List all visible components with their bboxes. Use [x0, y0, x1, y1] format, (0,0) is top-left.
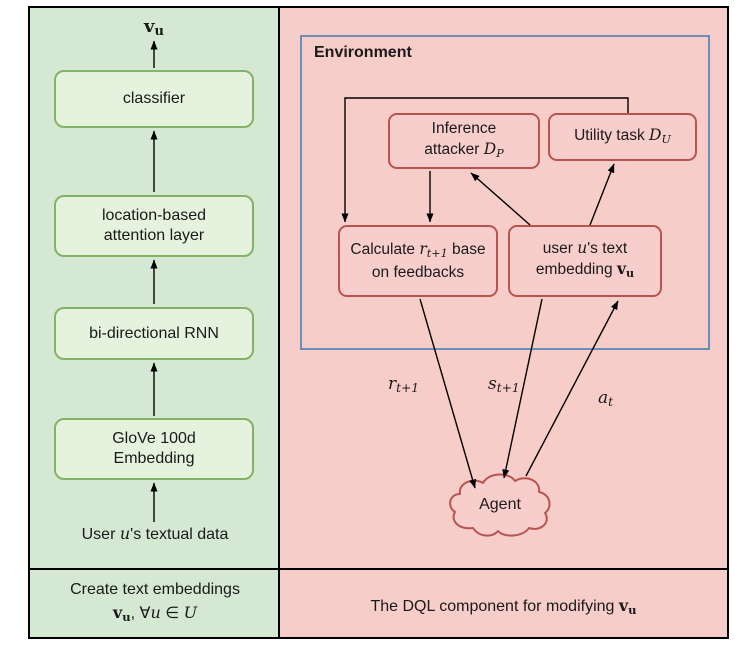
right-caption-vector-v-sub: u — [628, 602, 637, 617]
calc-label-line1: Calculate rt+1 base — [350, 239, 485, 264]
utility-prefix: Utility task — [574, 126, 650, 144]
calc-r-sub: t+1 — [426, 246, 448, 260]
input-prefix: User — [81, 526, 120, 543]
vector-v-subscript: u — [154, 24, 164, 40]
attention-label-line1: location-based — [101, 207, 207, 224]
attention-label-line2: attention layer — [103, 227, 205, 244]
environment-label: Environment — [314, 44, 412, 61]
attacker-prefix: attacker — [424, 140, 484, 158]
caption-element-of: ∈ — [160, 605, 184, 622]
caption-vector-v-sub: u — [122, 609, 131, 624]
glove-label-line1: GloVe 100d — [112, 430, 196, 447]
calc-r-var: r — [419, 239, 427, 258]
caption-set-U: U — [183, 603, 198, 622]
user-textual-data-label: User u's textual data — [30, 524, 280, 544]
reward-arrow-label: rt+1 — [388, 374, 419, 395]
state-sub: t+1 — [496, 381, 520, 396]
attacker-D-sub: P — [496, 146, 504, 160]
action-sub: t — [608, 395, 614, 410]
left-caption-line1: Create text embeddings — [70, 581, 240, 598]
utility-label: Utility task DU — [574, 125, 671, 150]
embedding-line2-prefix: embedding — [535, 261, 617, 279]
user-embedding-box: user u's text embedding vu — [508, 225, 662, 297]
right-caption: The DQL component for modifying vu — [280, 596, 727, 617]
left-caption-line2: vu, ∀u ∈ U — [30, 601, 280, 629]
inference-attacker-box: Inference attacker DP — [388, 113, 540, 169]
caption-vector-v: v — [112, 603, 123, 622]
agent-label: Agent — [479, 496, 521, 513]
embedding-u-var: u — [577, 239, 588, 258]
left-caption: Create text embeddings vu, ∀u ∈ U — [30, 578, 280, 629]
input-suffix: 's textual data — [130, 526, 229, 543]
user-var: u — [119, 524, 131, 543]
state-arrow-label: st+1 — [488, 374, 520, 395]
rnn-label: bi-directional RNN — [89, 324, 219, 342]
calc-prefix: Calculate — [350, 240, 420, 258]
calc-mid: base — [447, 240, 486, 258]
attention-layer-box: location-based attention layer — [54, 195, 254, 257]
caption-divider — [30, 568, 727, 570]
attacker-label-line1: Inference — [431, 119, 497, 137]
calculate-reward-box: Calculate rt+1 base on feedbacks — [338, 225, 498, 297]
embedding-mid: 's text — [587, 240, 628, 258]
right-caption-vector-v: v — [618, 596, 629, 615]
environment-box — [300, 35, 710, 350]
utility-D-sub: U — [661, 132, 671, 146]
figure-frame: vu classifier location-based attention l… — [28, 6, 729, 639]
glove-label-line2: Embedding — [113, 450, 195, 467]
glove-embedding-box: GloVe 100d Embedding — [54, 418, 254, 480]
caption-u-var: u — [150, 603, 161, 622]
embedding-label-line2: embedding vu — [536, 259, 634, 284]
utility-D-var: D — [649, 125, 662, 144]
reward-var: r — [388, 374, 397, 394]
classifier-label: classifier — [122, 90, 186, 107]
action-var: a — [598, 388, 609, 408]
action-arrow-label: at — [598, 388, 613, 409]
output-embedding-label: vu — [94, 16, 214, 39]
calc-label-line2: on feedbacks — [371, 264, 465, 282]
vector-v: v — [144, 16, 155, 37]
embedding-label-line1: user u's text — [543, 238, 627, 259]
attacker-D-var: D — [483, 139, 497, 158]
embedding-vector-v: v — [616, 259, 626, 279]
utility-task-box: Utility task DU — [548, 113, 697, 161]
attacker-label-line2: attacker DP — [424, 139, 503, 164]
agent-cloud: Agent — [446, 470, 554, 540]
state-var: s — [488, 374, 497, 394]
embedding-vector-v-sub: u — [625, 266, 635, 280]
right-caption-text: The DQL component for modifying — [370, 598, 619, 615]
classifier-box: classifier — [54, 70, 254, 128]
reward-sub: t+1 — [396, 381, 420, 396]
caption-forall: , ∀ — [130, 605, 151, 622]
cloud-shape — [449, 473, 551, 537]
rnn-box: bi-directional RNN — [54, 307, 254, 360]
embedding-prefix: user — [542, 240, 578, 258]
